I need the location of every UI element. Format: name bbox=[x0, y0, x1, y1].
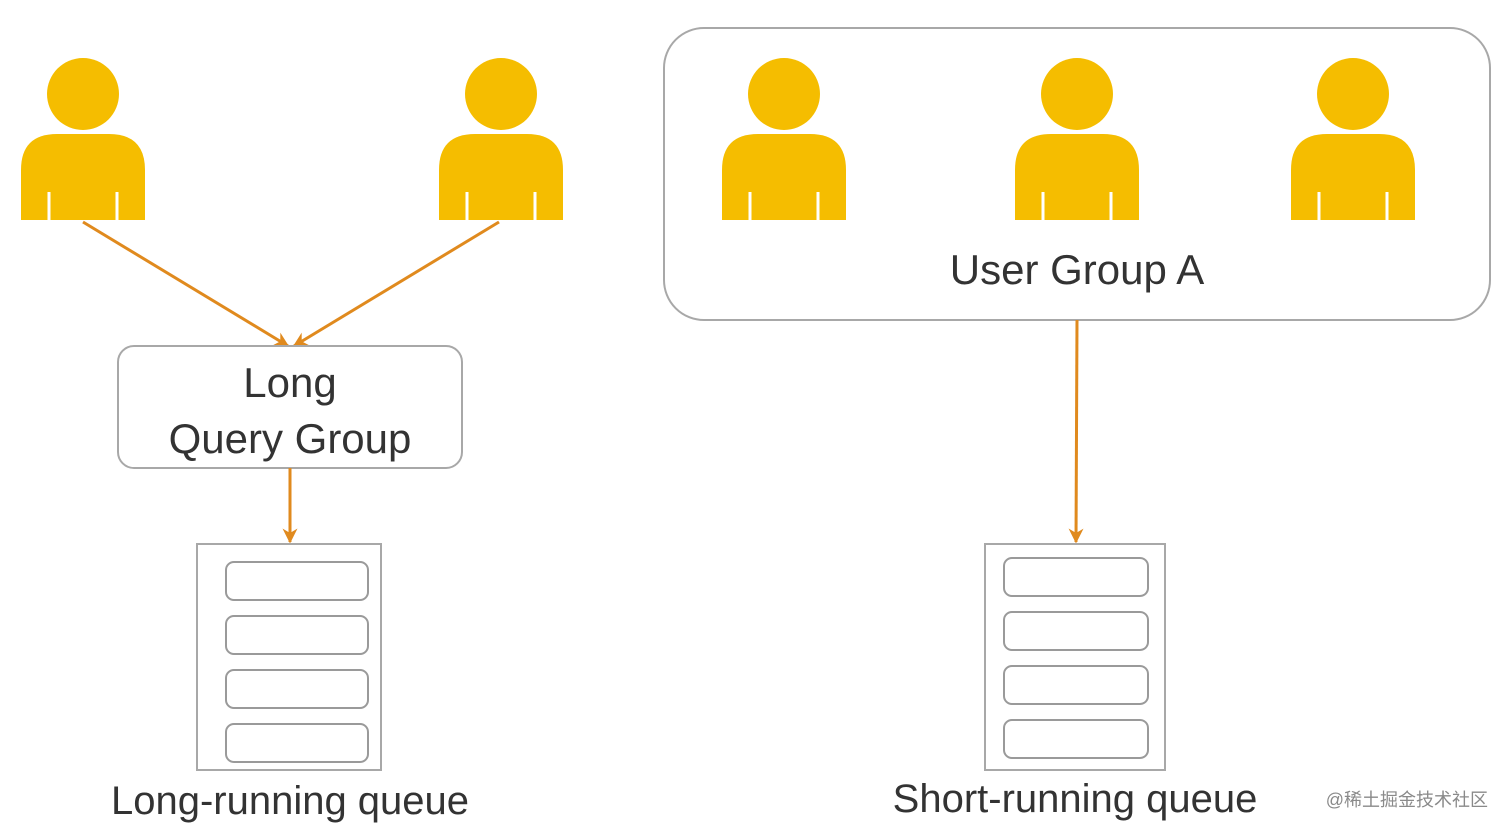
queue-icon bbox=[984, 543, 1166, 771]
queue-slot bbox=[1003, 557, 1149, 597]
arrow-user2-to-long-query-group bbox=[292, 220, 500, 348]
queue-slot bbox=[1003, 611, 1149, 651]
user-icon bbox=[437, 56, 565, 222]
queue-icon bbox=[196, 543, 382, 771]
user-group-a-label: User Group A bbox=[950, 246, 1204, 293]
watermark-text: @稀土掘金技术社区 bbox=[1326, 790, 1488, 810]
arrow-user1-to-long-query-group bbox=[82, 220, 290, 348]
queue-slot bbox=[225, 669, 369, 709]
long-query-group-box: Long Query Group bbox=[117, 345, 463, 469]
long-query-group-label-line1: Long bbox=[243, 359, 336, 406]
short-running-queue-label: Short-running queue bbox=[893, 777, 1258, 821]
queue-slot bbox=[225, 615, 369, 655]
queue-slot bbox=[1003, 665, 1149, 705]
user-group-a-box: User Group A bbox=[663, 27, 1491, 321]
queue-slot bbox=[1003, 719, 1149, 759]
user-icon bbox=[19, 56, 147, 222]
arrow-to-short-running-queue bbox=[1068, 319, 1084, 544]
long-running-queue-label: Long-running queue bbox=[111, 779, 469, 823]
queue-slot bbox=[225, 561, 369, 601]
queue-slot bbox=[225, 723, 369, 763]
long-query-group-label-line2: Query Group bbox=[169, 415, 412, 462]
